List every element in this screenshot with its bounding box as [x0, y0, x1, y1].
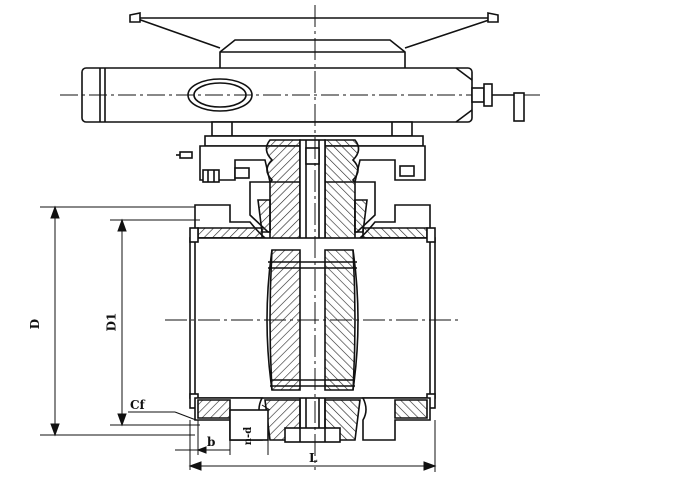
- hand-crank: [471, 83, 525, 122]
- label-L: L: [309, 451, 318, 465]
- label-D: D: [28, 318, 43, 330]
- label-D1: D1: [104, 312, 119, 332]
- bottom-plug: [284, 427, 341, 443]
- actuator-housing: [60, 67, 540, 123]
- handwheel-bar: [129, 12, 499, 49]
- dimension-D: [40, 205, 195, 437]
- actuator-cap: [219, 39, 406, 71]
- dimension-L: [188, 420, 437, 472]
- label-b: b: [207, 435, 216, 449]
- actuator-base: [211, 121, 413, 137]
- dimension-n-d: [229, 404, 271, 455]
- label-Cf: Cf: [130, 398, 145, 412]
- dimension-D1: [110, 218, 200, 427]
- dimension-b: [175, 420, 230, 470]
- center-lines: [165, 5, 460, 470]
- label-n-d: n-d: [243, 426, 255, 446]
- valve-neck: [249, 181, 376, 233]
- valve-body: [189, 227, 436, 409]
- dimension-Cf: [128, 411, 197, 421]
